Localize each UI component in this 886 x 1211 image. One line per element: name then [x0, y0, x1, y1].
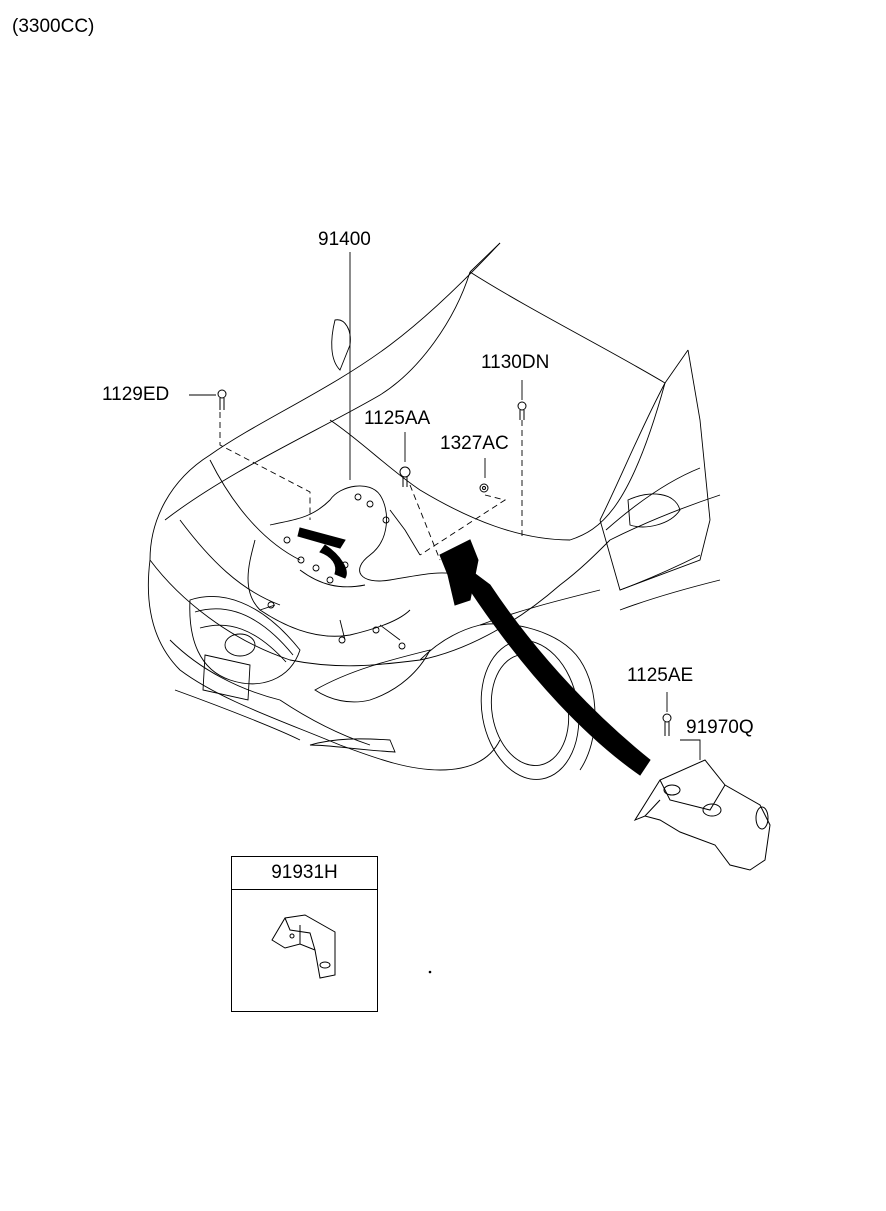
screw-1130DN: [517, 401, 527, 420]
engine-variant-label: (3300CC): [12, 16, 95, 37]
inset-bracket-91931H: [271, 914, 336, 979]
harness-connectors: [267, 493, 406, 650]
car-body: [147, 242, 721, 780]
label-91400: 91400: [318, 229, 371, 250]
screw-1129ED: [217, 389, 227, 410]
stray-dot: [428, 970, 432, 974]
inset-label-91931H: 91931H: [232, 857, 377, 890]
inset-box: 91931H: [231, 856, 378, 1012]
bolt-1125AE: [662, 713, 672, 736]
harness-bundles: [297, 527, 651, 776]
label-1130DN: 1130DN: [481, 352, 550, 373]
bolt-1125AA: [399, 466, 411, 487]
bracket-cover-91970Q: [633, 759, 771, 871]
label-1125AA: 1125AA: [364, 408, 431, 429]
label-1125AE: 1125AE: [627, 665, 694, 686]
label-1327AC: 1327AC: [440, 433, 509, 454]
clip-1327AC: [479, 483, 489, 493]
leader-lines: [189, 252, 701, 760]
harness-outline: [247, 485, 461, 641]
label-1129ED: 1129ED: [102, 384, 170, 405]
label-91970Q: 91970Q: [686, 717, 754, 738]
